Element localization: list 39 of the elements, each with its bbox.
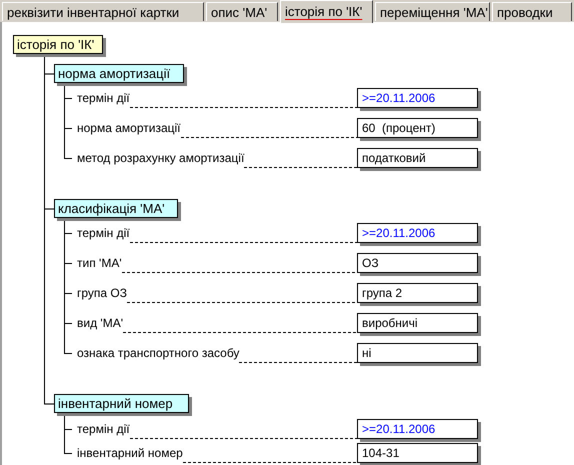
attribute-label: інвентарний номер [72, 443, 183, 463]
date-field: >=20.11.2006 [357, 223, 478, 243]
attribute-label: метод розрахунку амортизації [72, 148, 244, 168]
attribute-label: група ОЗ [72, 283, 128, 303]
value-field: ОЗ [357, 253, 478, 273]
date-field: >=20.11.2006 [357, 419, 478, 439]
tab: історія по 'ІК' [280, 0, 373, 23]
group-node: класифікація 'МА' [54, 199, 178, 218]
value-field: 104-31 [357, 443, 478, 463]
attribute-label: тип 'МА' [72, 253, 122, 273]
attribute-label: термін дії [72, 88, 130, 108]
date-field: >=20.11.2006 [357, 88, 478, 108]
dashed-leader-line [182, 462, 358, 463]
dashed-leader-line [122, 332, 358, 333]
value-field: група 2 [357, 283, 478, 303]
value-field: виробничі [357, 313, 478, 333]
attribute-label: термін дії [72, 419, 130, 439]
dashed-leader-line [126, 302, 358, 303]
tab: переміщення 'МА' [375, 2, 490, 21]
group-node: норма амортизації [54, 64, 184, 83]
attribute-label: норма амортизації [72, 118, 180, 138]
dashed-leader-line [130, 438, 358, 439]
root-node: історія по 'ІК' [13, 35, 103, 54]
dashed-leader-line [122, 272, 358, 273]
dashed-leader-line [238, 362, 358, 363]
dashed-leader-line [244, 167, 358, 168]
attribute-label: ознака транспортного засобу [72, 343, 240, 363]
dashed-leader-line [180, 137, 358, 138]
value-field: ні [357, 343, 478, 363]
tab: опис 'МА' [206, 2, 278, 21]
attribute-label: вид 'МА' [72, 313, 123, 333]
dashed-leader-line [130, 242, 358, 243]
group-node: інвентарний номер [54, 394, 189, 413]
tab: реквізити інвентарної картки [2, 2, 204, 21]
tab: проводки [492, 2, 572, 21]
value-field: 60 (процент) [357, 118, 478, 138]
value-field: податковий [357, 148, 478, 168]
attribute-label: термін дії [72, 223, 130, 243]
dashed-leader-line [130, 107, 358, 108]
